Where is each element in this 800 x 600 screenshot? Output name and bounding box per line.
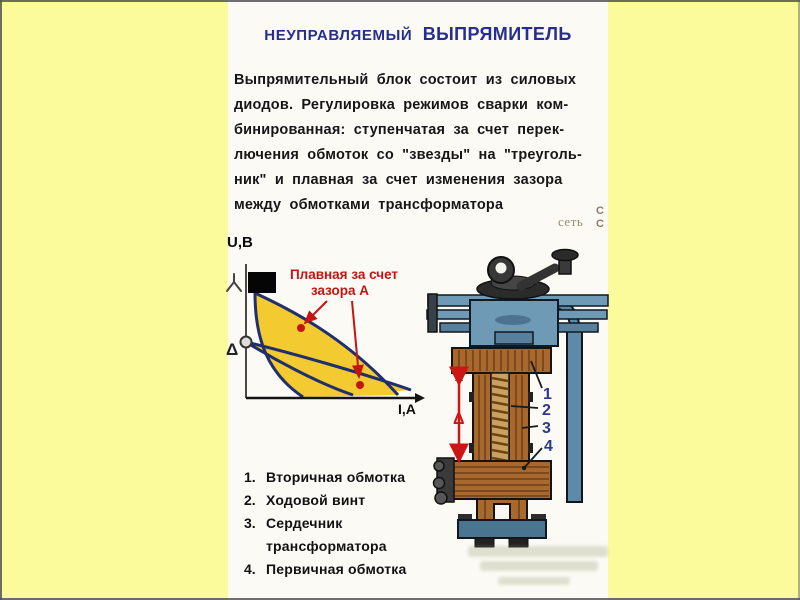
callout-leader-lines xyxy=(510,360,543,469)
legend-text: трансформатора xyxy=(266,538,387,554)
housing-detail-2 xyxy=(494,331,534,345)
curve-star-max-gap xyxy=(254,291,400,397)
paragraph-line: ник" и плавная за счет изменения зазора xyxy=(234,172,563,188)
base-plate xyxy=(457,514,547,548)
legend-number: 1. xyxy=(244,469,256,485)
legend-number: 3. xyxy=(244,515,256,531)
volt-ampere-chart: U,B I,A Δ Плавная за счет зазора А xyxy=(226,234,425,417)
lead-screw xyxy=(490,372,510,464)
legend-item-3: 3. Сердечник xyxy=(244,512,406,535)
parts-legend: 1. Вторичная обмотка 2. Ходовой винт 3. … xyxy=(244,466,406,581)
scan-edge-top xyxy=(0,0,800,2)
legend-text: Ходовой винт xyxy=(266,492,366,508)
legend-item-1: 1. Вторичная обмотка xyxy=(244,466,406,489)
annotation-line-1: Плавная за счет xyxy=(290,267,398,282)
callout-number-4: 4 xyxy=(544,438,553,455)
rail-end-cap xyxy=(427,293,438,333)
annotation-line-2: зазора А xyxy=(311,283,369,298)
callout-dot-4 xyxy=(521,465,527,471)
annotation-arrow-1 xyxy=(303,300,328,325)
primary-winding xyxy=(451,460,552,500)
secondary-winding xyxy=(451,347,552,374)
gap-arrowhead-bottom xyxy=(455,452,463,462)
page-title: НЕУПРАВЛЯЕМЫЙ ВЫПРЯМИТЕЛЬ xyxy=(228,24,608,45)
x-axis-arrowhead xyxy=(415,393,425,403)
legend-text: Первичная обмотка xyxy=(266,561,407,577)
paragraph-line: Выпрямительный блок состоит из силовых xyxy=(234,72,577,88)
curve-delta-max-gap xyxy=(245,340,412,392)
legend-item-3-continued: трансформатора xyxy=(244,535,406,558)
gap-arrowhead-top xyxy=(455,371,463,381)
transformer-illustration: Δ 1 2 3 4 xyxy=(426,248,609,548)
ghost-text-artifact xyxy=(468,546,608,557)
crank-arm xyxy=(516,263,560,291)
net-terminal: С xyxy=(596,218,604,230)
paragraph-line: между обмотками трансформатора xyxy=(234,197,504,213)
scan-edge-right xyxy=(798,0,800,600)
legend-number xyxy=(244,535,260,558)
annotation-arrow-2 xyxy=(351,300,364,379)
delta-fan-fill xyxy=(246,342,411,395)
legend-text: Сердечник xyxy=(266,515,343,531)
scan-edge-bottom xyxy=(0,598,800,600)
callout-number-3: 3 xyxy=(542,420,551,437)
hinge-bracket xyxy=(432,457,455,505)
delta-connection-marker xyxy=(239,335,253,349)
legend-number: 4. xyxy=(244,561,256,577)
net-terminal: С xyxy=(596,205,604,217)
title-word-2: ВЫПРЯМИТЕЛЬ xyxy=(422,24,572,44)
scan-edge-left xyxy=(0,0,2,600)
secondary-lead-rod xyxy=(566,327,583,503)
legend-item-4: 4. Первичная обмотка xyxy=(244,558,406,581)
annotation-dot-lower xyxy=(356,381,364,389)
crank-knob xyxy=(551,248,579,262)
x-axis-label: I,A xyxy=(398,401,416,417)
callout-number-1: 1 xyxy=(543,386,552,403)
legend-number: 2. xyxy=(244,492,256,508)
gap-delta-symbol: Δ xyxy=(453,411,465,428)
net-label: сеть xyxy=(558,214,584,229)
body-paragraph: Выпрямительный блок состоит из силовых д… xyxy=(234,68,606,218)
ghost-text-artifact xyxy=(480,561,598,571)
curve-delta-min-gap xyxy=(245,340,354,397)
legend-text: Вторичная обмотка xyxy=(266,469,406,485)
paragraph-line: бинированная: ступенчатая за счет перек- xyxy=(234,122,565,138)
crank-eye-hole xyxy=(495,262,507,274)
delta-symbol: Δ xyxy=(226,340,238,359)
y-axis-label: U,B xyxy=(227,234,253,251)
legend-item-2: 2. Ходовой винт xyxy=(244,489,406,512)
paragraph-line: лючения обмоток со "звезды" на "треуголь… xyxy=(234,147,583,163)
callout-number-2: 2 xyxy=(542,402,551,419)
ghost-text-artifact xyxy=(498,577,570,585)
star-connection-marker xyxy=(248,272,276,293)
housing-detail xyxy=(495,315,531,325)
net-terminal-marks: С С xyxy=(596,205,610,231)
title-word-1: НЕУПРАВЛЯЕМЫЙ xyxy=(264,27,413,44)
annotation-dot-upper xyxy=(297,324,305,332)
paragraph-line: диодов. Регулировка режимов сварки ком- xyxy=(234,97,569,113)
star-symbol xyxy=(226,273,242,292)
core-limbs xyxy=(469,372,533,464)
